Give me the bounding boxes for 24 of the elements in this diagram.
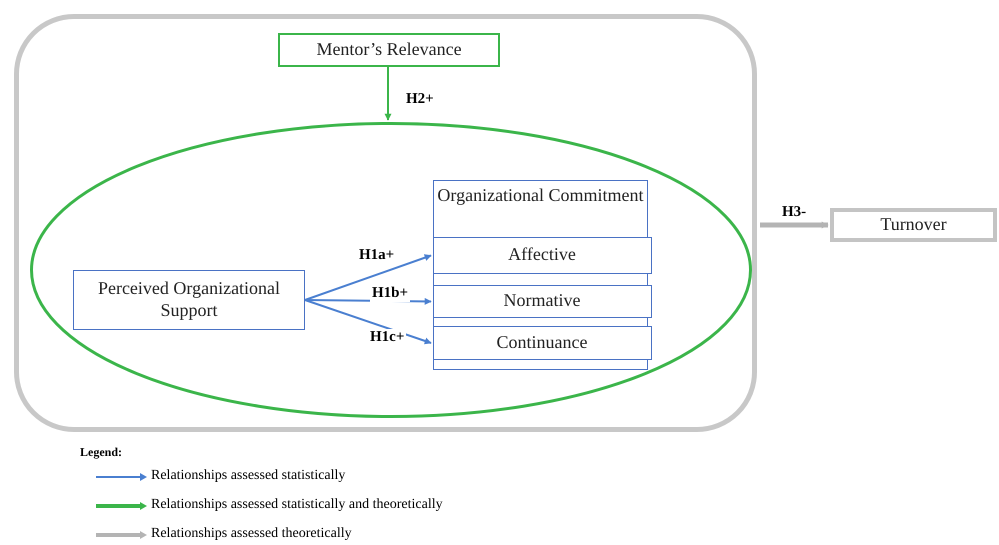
construct-box <box>830 208 997 242</box>
construct-box <box>278 33 500 67</box>
construct-box <box>432 284 652 318</box>
node-label: Affective <box>507 244 577 266</box>
edge-label: H1b+ <box>370 285 410 302</box>
node-label: Turnover <box>879 214 948 236</box>
legend-text: Relationships assessed statistically <box>151 468 346 484</box>
arrow <box>384 67 392 121</box>
arrow <box>304 299 432 344</box>
node-label: Normative <box>502 290 582 312</box>
arrow <box>760 222 829 228</box>
construct-box <box>73 270 305 330</box>
node-label: Continuance <box>496 332 588 354</box>
node-label: Mentor’s Relevance <box>315 39 463 61</box>
arrow <box>304 254 432 301</box>
legend-text: Relationships assessed theoretically <box>151 526 352 542</box>
node-label: Organizational Commitment <box>436 184 645 207</box>
legend-text: Relationships assessed statistically and theoretically <box>151 497 443 513</box>
ellipse-boundary <box>30 122 752 418</box>
construct-box <box>432 326 652 360</box>
legend-title: Legend: <box>80 445 122 460</box>
node-label: Perceived Organizational Support <box>96 278 282 322</box>
construct-box <box>432 236 652 274</box>
rounded-boundary <box>14 14 757 432</box>
